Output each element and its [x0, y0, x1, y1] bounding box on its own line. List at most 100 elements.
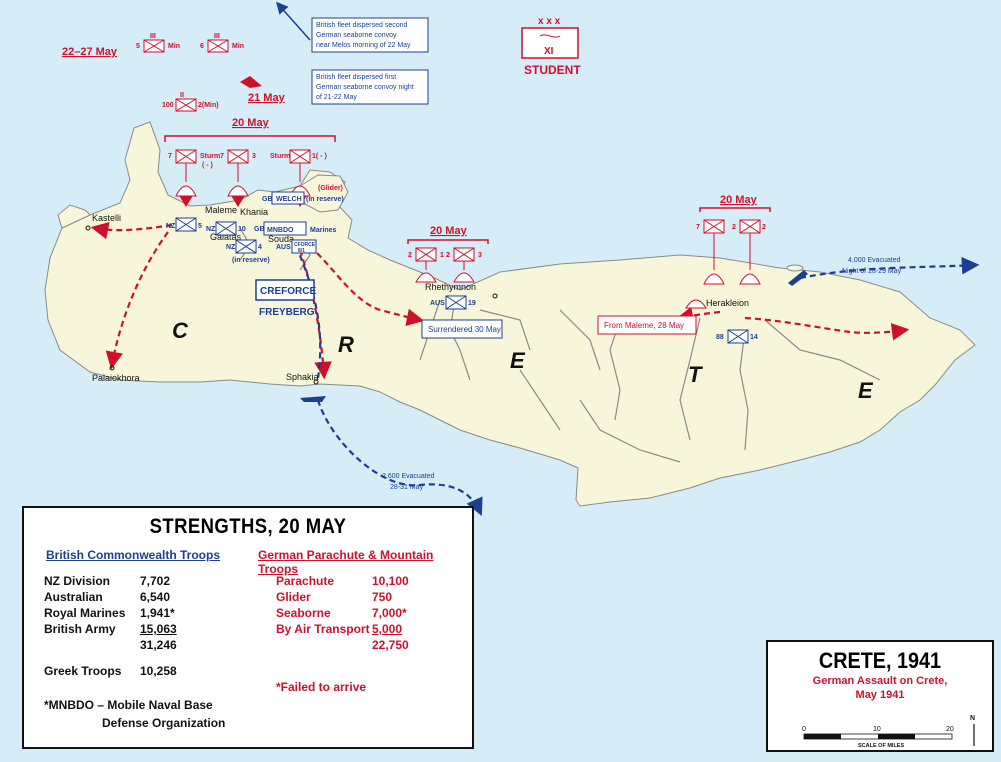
svg-text:7: 7 — [220, 153, 224, 160]
svg-text:100: 100 — [162, 102, 174, 109]
british-label-3: British Army — [44, 622, 116, 636]
crete-island — [44, 121, 976, 507]
town-palaiokhora: Palaiokhora — [92, 373, 140, 383]
svg-text:14: 14 — [750, 334, 758, 341]
date-20-may-west: 20 May — [232, 117, 270, 129]
british-value-4: 31,246 — [140, 638, 177, 652]
north-label: N — [970, 715, 975, 722]
svg-text:2: 2 — [732, 224, 736, 231]
svg-text:AUS: AUS — [276, 244, 291, 251]
svg-text:NZ: NZ — [166, 223, 176, 230]
town-souda: Souda — [268, 234, 294, 244]
scale-10: 10 — [873, 726, 881, 733]
map-letter-c: C — [172, 318, 189, 343]
note-fleet-first: British fleet dispersed first German sea… — [311, 69, 429, 105]
british-label-1: Australian — [44, 590, 103, 604]
british-header: British Commonwealth Troops — [46, 548, 221, 562]
german-value-3: 5,000 — [372, 622, 403, 636]
svg-text:AUS: AUS — [430, 300, 445, 307]
scale-bar: N 0 10 20 SCALE OF MILES — [802, 715, 975, 749]
svg-text:19: 19 — [468, 300, 476, 307]
bracket-east — [699, 207, 771, 212]
svg-text:8/1: 8/1 — [298, 248, 305, 254]
svg-text:3: 3 — [478, 252, 482, 259]
town-herakleion: Herakleion — [706, 298, 749, 308]
german-label-1: Glider — [276, 590, 311, 604]
failed-note: *Failed to arrive — [276, 680, 367, 694]
unit-student: x x x XI STUDENT — [521, 16, 581, 77]
svg-text:88: 88 — [716, 334, 724, 341]
town-galatas: Galatas — [210, 232, 242, 242]
svg-text:1: 1 — [440, 252, 444, 259]
svg-text:III: III — [150, 33, 156, 40]
british-value-3: 15,063 — [140, 622, 177, 636]
date-21-may: 21 May — [248, 92, 286, 104]
svg-text:III: III — [214, 33, 220, 40]
svg-text:From Maleme, 28 May: From Maleme, 28 May — [604, 321, 684, 330]
svg-text:5: 5 — [198, 223, 202, 230]
svg-text:WELCH: WELCH — [276, 196, 302, 203]
svg-text:Min: Min — [232, 43, 244, 50]
bracket-west — [164, 135, 336, 142]
svg-text:CREFORCE: CREFORCE — [260, 286, 316, 297]
british-value-0: 7,702 — [140, 574, 171, 588]
svg-text:Min: Min — [168, 43, 180, 50]
scale-20: 20 — [946, 726, 954, 733]
svg-text:British fleet dispersed first: British fleet dispersed first — [316, 74, 396, 81]
ship-blue-north — [788, 270, 808, 286]
ship-red — [240, 76, 262, 88]
ship-blue-south — [300, 396, 326, 402]
town-rhethymnon: Rhethymnon — [425, 282, 476, 292]
svg-text:3: 3 — [252, 153, 256, 160]
town-sphakia: Sphakia — [286, 372, 319, 382]
svg-text:II: II — [180, 92, 184, 99]
svg-text:4,000 Evacuated: 4,000 Evacuated — [848, 257, 901, 264]
note-from-maleme: From Maleme, 28 May — [597, 315, 697, 335]
svg-text:2: 2 — [446, 252, 450, 259]
svg-text:Sturm: Sturm — [200, 153, 220, 160]
svg-text:British fleet dispersed second: British fleet dispersed second — [316, 22, 408, 29]
allied-units: NZ 5 NZ 10 MNBDO GB Marines WELCH GB (in… — [166, 191, 758, 344]
svg-text:Night of 28-29 May: Night of 28-29 May — [842, 268, 902, 275]
date-20-may-east: 20 May — [720, 194, 758, 206]
town-kastelli: Kastelli — [92, 213, 121, 223]
title-box: CRETE, 1941 German Assault on Crete, May… — [766, 640, 994, 752]
svg-text:near Melos morning of 22 May: near Melos morning of 22 May — [316, 42, 411, 49]
svg-text:1( - ): 1( - ) — [312, 153, 327, 160]
map-title: CRETE, 1941 — [818, 648, 942, 673]
creforce-hq: CREFORCE FREYBERG — [255, 279, 316, 318]
svg-text:7: 7 — [168, 153, 172, 160]
scale-0: 0 — [802, 726, 806, 733]
svg-text:Sturm: Sturm — [270, 153, 290, 160]
note-surrendered: Surrendered 30 May — [421, 319, 503, 339]
note-fleet-second: British fleet dispersed second German se… — [311, 17, 429, 53]
akrotiri-peninsula — [299, 174, 349, 213]
svg-text:XI: XI — [544, 46, 554, 57]
svg-text:2(Min): 2(Min) — [198, 102, 219, 109]
dia-island — [786, 264, 804, 272]
svg-text:STUDENT: STUDENT — [524, 63, 581, 77]
scale-label: SCALE OF MILES — [858, 743, 904, 749]
svg-text:German seaborne convoy: German seaborne convoy — [316, 32, 397, 39]
svg-text:GB: GB — [262, 196, 273, 203]
british-label-0: NZ Division — [44, 574, 111, 588]
german-header: German Parachute & Mountain Troops — [258, 548, 434, 576]
map-subtitle-2: May 1941 — [855, 689, 905, 701]
svg-text:Surrendered 30 May: Surrendered 30 May — [428, 325, 501, 334]
svg-text:5: 5 — [136, 43, 140, 50]
svg-text:x x x: x x x — [538, 16, 561, 27]
bracket-mid — [407, 239, 489, 244]
british-label-5: Greek Troops — [44, 664, 122, 678]
german-label-2: Seaborne — [276, 606, 331, 620]
german-label-0: Parachute — [276, 574, 335, 588]
svg-text:NZ: NZ — [206, 226, 216, 233]
town-khania: Khania — [240, 207, 268, 217]
note-evac-south: 2,600 Evacuated 28-31 May — [382, 473, 435, 491]
mnbdo-note-l2: Defense Organization — [102, 716, 226, 730]
para-units: 7 Sturm ( - ) 7 3 Sturm 1( - ) (Glider) … — [168, 149, 766, 309]
svg-text:28-31 May: 28-31 May — [390, 484, 424, 491]
date-20-may-mid: 20 May — [430, 225, 468, 237]
german-value-0: 10,100 — [372, 574, 409, 588]
